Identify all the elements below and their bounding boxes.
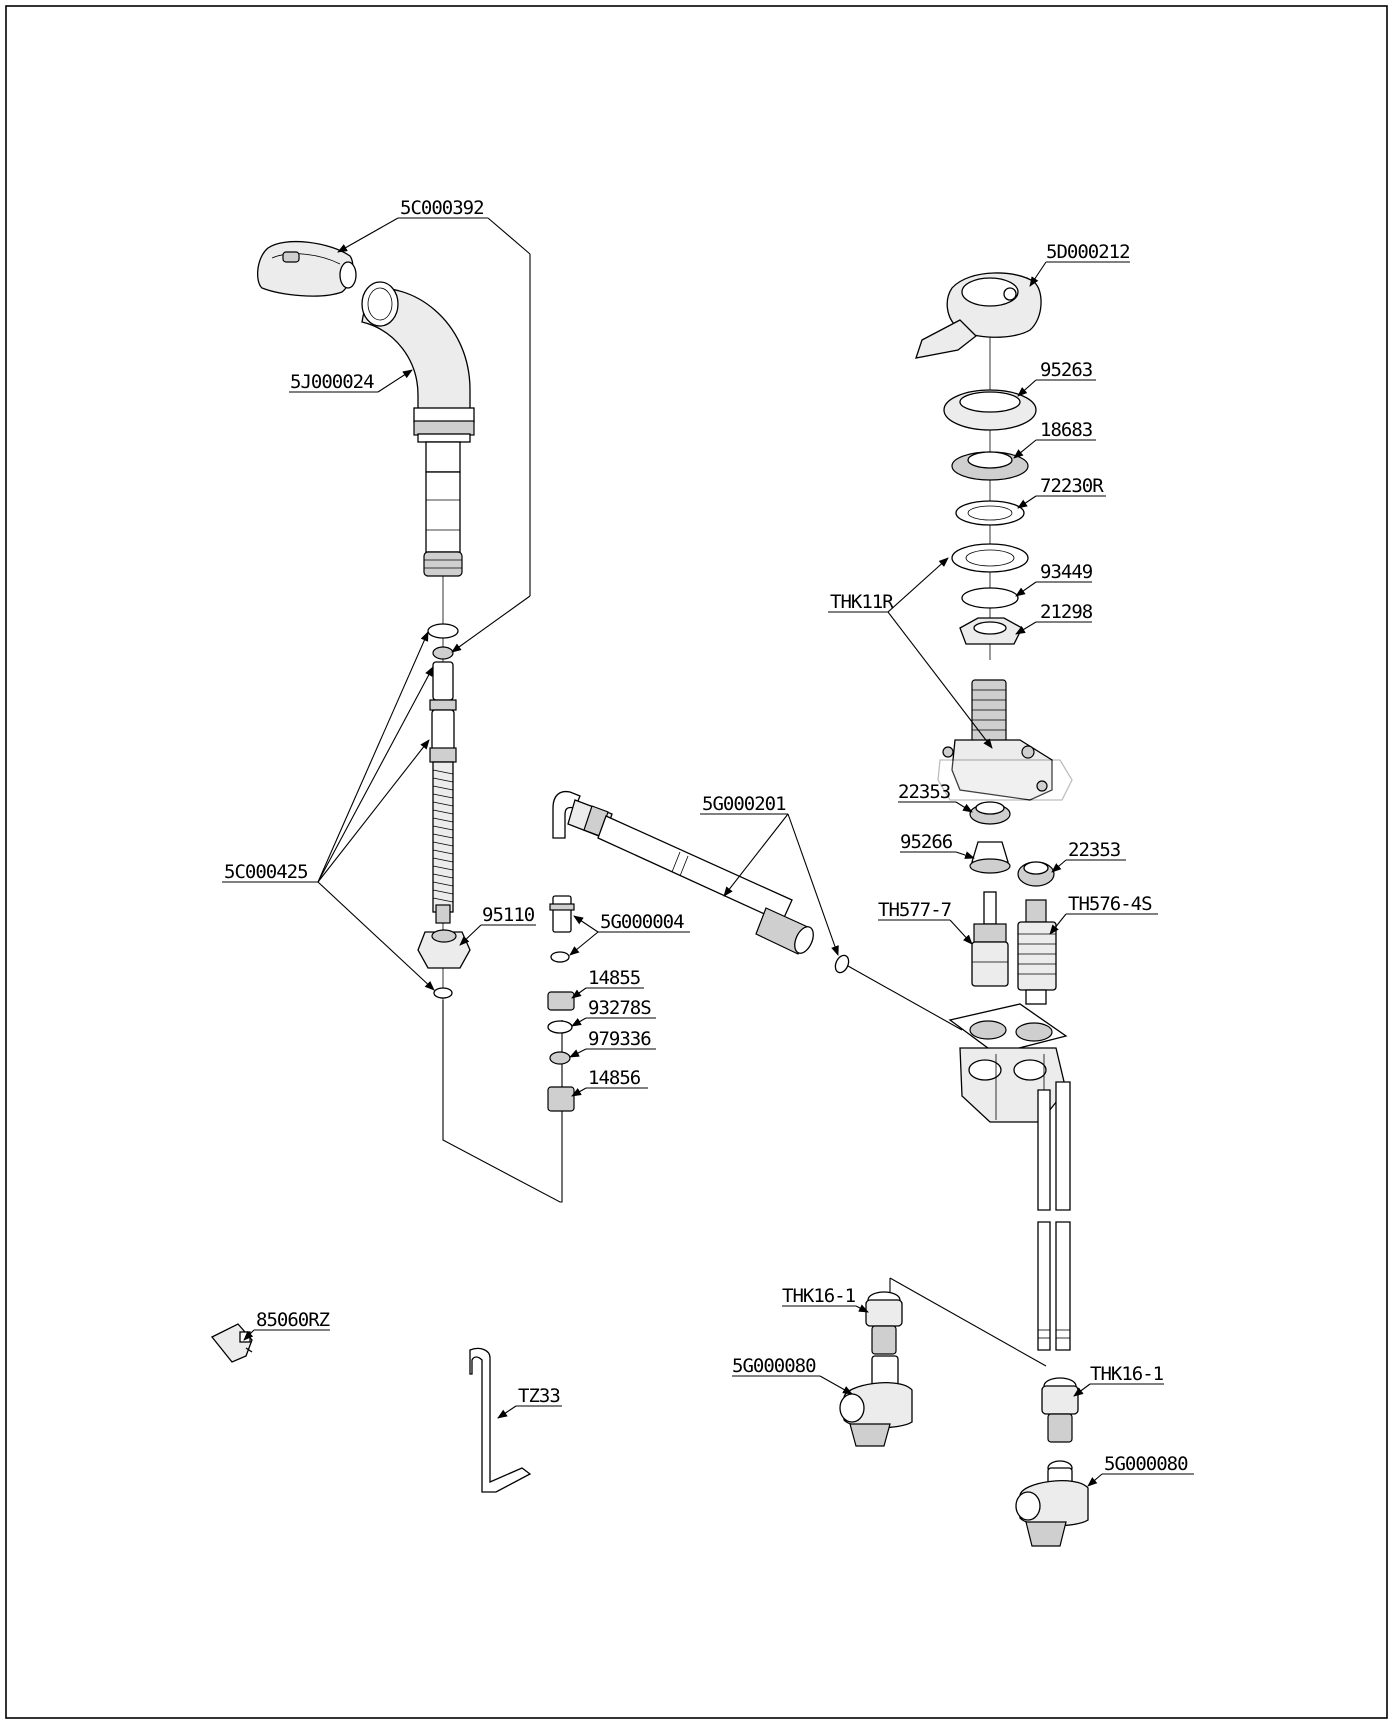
label-5G000201: 5G000201 [702,793,786,815]
adapter-5G000004-part [549,895,575,963]
leader-5G000004 [569,915,690,956]
leader-5D000212 [1029,261,1130,287]
leader-TH577-7 [878,919,973,945]
spout-body-part [361,281,475,577]
label-21298: 21298 [1040,601,1093,623]
leader-18683 [1013,439,1096,459]
label-93278S: 93278S [588,997,651,1019]
label-5G000004: 5G000004 [600,911,684,933]
washer-979336-part [549,1051,571,1065]
label-5C000425: 5C000425 [224,861,308,883]
leader-22353-left [898,801,973,813]
label-5C000392: 5C000392 [400,197,484,219]
label-THK11R: THK11R [830,591,894,613]
leader-TH576-4S [1049,913,1158,935]
label-TZ33: TZ33 [518,1385,560,1407]
nut-14856-part [547,1086,575,1112]
axis-line-bottom [889,1277,1047,1367]
label-TH576-4S: TH576-4S [1068,893,1152,915]
valve-base-THK11R-part [937,679,1073,801]
leader-5C000425 [222,631,435,991]
hose-connector-part [429,661,457,763]
cap-22353-left-part [969,801,1011,825]
o-ring-part [427,623,459,639]
leader-21298 [1015,621,1092,635]
label-22353-left: 22353 [898,781,951,803]
fitting-THK16-1-left-part [865,1291,903,1355]
connection-line-bottom [442,1000,563,1203]
handle-5D000212-part [915,272,1042,359]
label-5G000080-left: 5G000080 [732,1355,816,1377]
label-95266: 95266 [900,831,953,853]
cap-95263-part [943,389,1037,431]
washer-93278S-part [547,1020,573,1034]
label-22353-right: 22353 [1068,839,1121,861]
wrench-TZ33-part [469,1347,532,1493]
key-85060RZ-part [210,1323,253,1363]
cartridge-TH576-4S-part [1017,899,1057,1005]
label-THK16-1-left: THK16-1 [782,1285,856,1307]
leader-14855 [571,987,644,999]
leader-93449 [1015,581,1092,597]
drawing-frame [5,5,1388,1719]
label-TH577-7: TH577-7 [878,899,952,921]
label-93449: 93449 [1040,561,1093,583]
leader-THK16-1-right [1073,1383,1164,1397]
leader-93278S [571,1017,656,1027]
label-5D000212: 5D000212 [1046,241,1130,263]
supply-hose-part [1037,1081,1071,1351]
label-85060RZ: 85060RZ [256,1309,330,1331]
label-5G000080-right: 5G000080 [1104,1453,1188,1475]
label-95263: 95263 [1040,359,1093,381]
label-95110: 95110 [482,904,535,926]
washer-part [433,987,453,999]
part-95266 [969,841,1011,874]
ring-72230R-part [955,500,1025,526]
fitting-THK16-1-right-part [1041,1377,1079,1443]
leader-5J000024 [289,369,413,393]
leader-5G000080-left [732,1375,853,1395]
leader-5G000080-right [1087,1473,1194,1487]
washer-93449-part [961,587,1019,609]
leader-5G000201 [700,813,839,956]
leader-95110 [459,924,536,946]
weight-nut-part [417,929,471,969]
leader-22353-right [1051,859,1126,873]
tee-5G000080-right-part [1015,1460,1089,1547]
label-THK16-1-right: THK16-1 [1090,1363,1164,1385]
nut-18683-part [951,451,1029,481]
label-979336: 979336 [588,1028,651,1050]
nut-21298-part [959,617,1023,645]
nut-14855-part [547,991,575,1011]
hose-5G000201-part [552,790,850,974]
leader-72230R [1017,495,1106,509]
label-18683: 18683 [1040,419,1093,441]
cap-22353-right-part [1017,861,1055,887]
leader-14856 [571,1087,648,1097]
leader-5C000392 [337,217,531,653]
label-5J000024: 5J000024 [290,371,374,393]
spray-head-part [257,240,357,297]
cartridge-TH577-7-part [971,891,1009,987]
tee-5G000080-left-part [839,1355,913,1447]
o-ring-part [432,646,454,660]
ring-THK11R-part [951,543,1029,573]
label-14855: 14855 [588,967,640,989]
label-14856: 14856 [588,1067,641,1089]
leader-95266 [900,851,975,859]
leader-THK11R [828,557,993,749]
flexible-hose-part [432,761,454,924]
leader-95263 [1017,379,1096,397]
leader-85060RZ [243,1329,330,1341]
leader-TZ33 [497,1405,562,1419]
axis-line-hose [847,965,963,1031]
leader-979336 [569,1048,656,1058]
leader-THK16-1-left [782,1304,869,1313]
label-72230R: 72230R [1040,475,1104,497]
